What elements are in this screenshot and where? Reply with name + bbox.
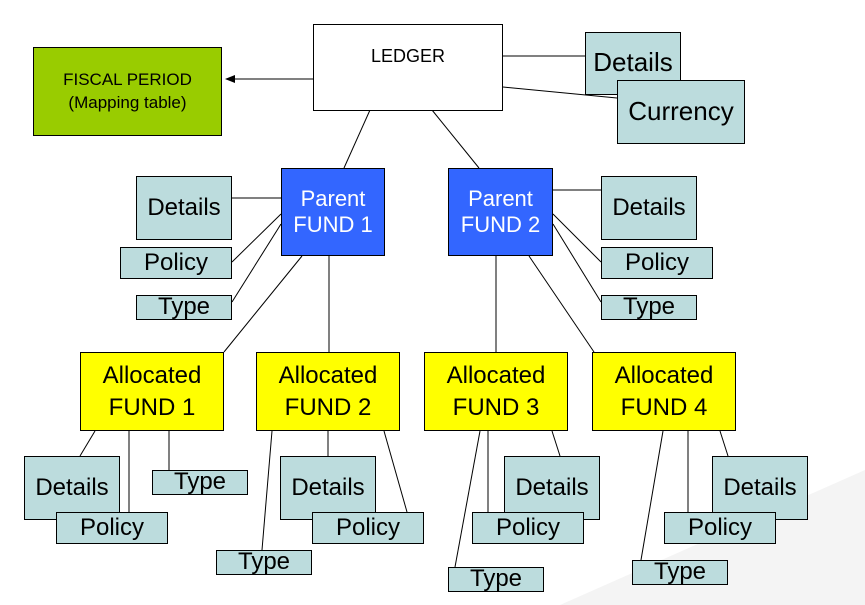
alloc2-policy-box: Policy <box>312 512 424 544</box>
parent2-details-box: Details <box>601 176 697 240</box>
ledger-to-parent1-line <box>343 109 371 169</box>
alloc3-type-box: Type <box>448 565 544 592</box>
alloc2-type-box: Type <box>216 548 312 575</box>
alloc3-to-details-line <box>551 430 561 457</box>
ledger-to-parent2-line <box>431 109 480 169</box>
parent2-type-box: Type <box>601 293 697 320</box>
parent2-to-type-line <box>552 223 602 303</box>
alloc2-to-type-line <box>261 430 273 551</box>
parent1-policy-box: Policy <box>120 247 232 279</box>
alloc3-details-box: Details <box>504 456 600 520</box>
parent-fund-2-box: Parent FUND 2 <box>448 168 553 256</box>
alloc3-policy-box: Policy <box>472 512 584 544</box>
allocated-fund-3-box: Allocated FUND 3 <box>424 352 568 431</box>
alloc4-type-box: Type <box>632 558 728 585</box>
allocated-fund-4-box: Allocated FUND 4 <box>592 352 736 431</box>
fiscal-period-box: FISCAL PERIOD (Mapping table) <box>33 47 222 136</box>
alloc2-details-box: Details <box>280 456 376 520</box>
parent2-to-alloc4-line <box>528 255 595 353</box>
ledger-to-currency-line <box>502 86 618 99</box>
parent2-to-policy-line <box>552 213 602 263</box>
parent1-details-box: Details <box>136 176 232 240</box>
ledger-box: LEDGER <box>313 24 503 111</box>
alloc4-policy-box: Policy <box>664 512 776 544</box>
parent1-type-box: Type <box>136 293 232 320</box>
alloc4-to-type-line <box>640 430 664 561</box>
ledger-currency-box: Currency <box>617 80 745 144</box>
parent-fund-1-box: Parent FUND 1 <box>281 168 385 256</box>
alloc4-to-details-line <box>719 430 729 457</box>
alloc1-policy-box: Policy <box>56 512 168 544</box>
allocated-fund-1-box: Allocated FUND 1 <box>80 352 224 431</box>
alloc3-to-type-line <box>454 430 481 568</box>
parent1-to-alloc1-line <box>223 255 303 353</box>
alloc1-type-box: Type <box>152 468 248 495</box>
parent2-policy-box: Policy <box>601 247 713 279</box>
parent1-to-type-line <box>231 223 282 303</box>
allocated-fund-2-box: Allocated FUND 2 <box>256 352 400 431</box>
alloc1-to-details-line <box>79 430 96 457</box>
alloc1-details-box: Details <box>24 456 120 520</box>
alloc2-to-policy-line <box>383 430 408 513</box>
alloc4-details-box: Details <box>712 456 808 520</box>
parent1-to-policy-line <box>231 213 282 263</box>
